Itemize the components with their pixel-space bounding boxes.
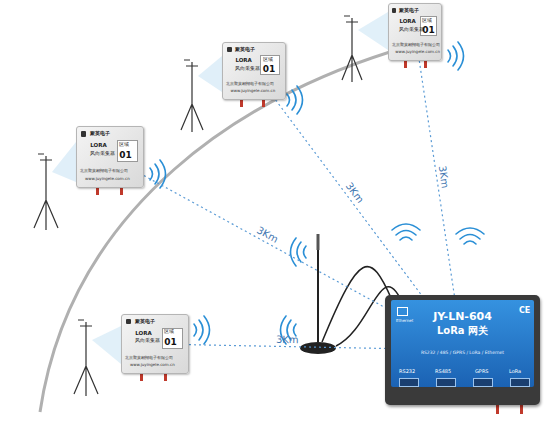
wind-sensor-tripods	[34, 16, 362, 396]
logo-mark	[392, 8, 396, 13]
distance-label: 3Km	[255, 226, 280, 246]
sensor-text: 区域	[263, 58, 273, 63]
sensor-text: LORA	[90, 143, 106, 149]
gateway-text: LoRa	[509, 369, 521, 374]
gateway-text: Ethernet	[396, 319, 413, 323]
gateway-text: RS232 / 485 / GPRS / LoRa / Ethernet	[385, 351, 540, 356]
logo-mark	[126, 319, 131, 324]
lora-sensor-box: 聚英电子 LORA 风向采集器区域 01 北京聚英翱翔电子有限公司 www.juyinge…	[121, 314, 189, 374]
port-socket	[436, 378, 456, 387]
sensor-text: 01	[119, 151, 132, 160]
sensor-text: 区域	[164, 330, 174, 335]
sensor-text: 聚英电子	[90, 131, 110, 136]
sensor-text: 聚英电子	[135, 319, 155, 324]
port-socket	[399, 378, 419, 387]
sensor-text: 北京聚英翱翔电子有限公司	[392, 43, 440, 47]
gateway-text: CE	[519, 307, 530, 315]
lora-sensor-box: 聚英电子 LORA 风向采集器区域 01 北京聚英翱翔电子有限公司 www.juyinge…	[76, 126, 144, 188]
lora-gateway: JY-LN-604CELoRa 网关EthernetRS232 / 485 / …	[385, 295, 540, 405]
logo-mark	[227, 47, 232, 52]
sensor-text: 风向采集器	[399, 28, 424, 33]
sensor-text: 01	[422, 26, 435, 35]
sensor-text: www.juyingele.com.cn	[230, 89, 275, 93]
lora-sensor-box: 聚英电子 LORA 风向采集器区域 01 北京聚英翱翔电子有限公司 www.juyinge…	[222, 42, 286, 100]
sensor-text: 风向采集器	[135, 339, 160, 344]
sensor-text: 风向采集器	[235, 67, 260, 72]
gateway-text: GPRS	[475, 369, 489, 374]
sensor-text: 聚英电子	[399, 8, 419, 13]
port-socket	[510, 378, 530, 387]
sensor-text: 北京聚英翱翔电子有限公司	[125, 356, 173, 360]
sensor-text: LORA	[235, 58, 251, 64]
distance-label: 3Km	[343, 181, 365, 205]
sensor-text: 北京聚英翱翔电子有限公司	[80, 169, 128, 173]
sensor-text: 01	[263, 65, 276, 74]
wireless-link	[144, 176, 385, 308]
sensor-text: 01	[164, 338, 177, 347]
logo-mark	[81, 131, 86, 136]
distance-label: 3Km	[276, 334, 299, 344]
sensor-text: LORA	[399, 19, 415, 25]
sensor-text: 聚英电子	[235, 47, 255, 52]
gateway-text: LoRa 网关	[385, 326, 540, 336]
gateway-text: RS232	[399, 369, 415, 374]
sensor-text: 区域	[119, 143, 129, 148]
sensor-text: 北京聚英翱翔电子有限公司	[226, 82, 274, 86]
gateway-text: RS485	[435, 369, 451, 374]
sensor-text: www.juyingele.com.cn	[85, 177, 130, 181]
ethernet-icon	[397, 307, 408, 316]
wireless-link	[276, 100, 422, 295]
sensor-text: www.juyingele.com.cn	[130, 363, 175, 367]
arc-line	[40, 42, 425, 412]
distance-label: 3Km	[437, 165, 450, 189]
sensor-text: 区域	[422, 19, 432, 24]
mount-brackets	[52, 12, 388, 364]
wireless-link	[419, 61, 454, 295]
sensor-text: 风向采集器	[90, 152, 115, 157]
sensor-text: www.juyingele.com.cn	[395, 50, 440, 54]
port-socket	[473, 378, 493, 387]
lora-sensor-box: 聚英电子 LORA 风向采集器 区域 01 北京聚英翱翔电子有限公司 www.juyinge…	[388, 3, 442, 61]
wireless-link	[189, 345, 385, 349]
sensor-text: LORA	[135, 331, 151, 337]
